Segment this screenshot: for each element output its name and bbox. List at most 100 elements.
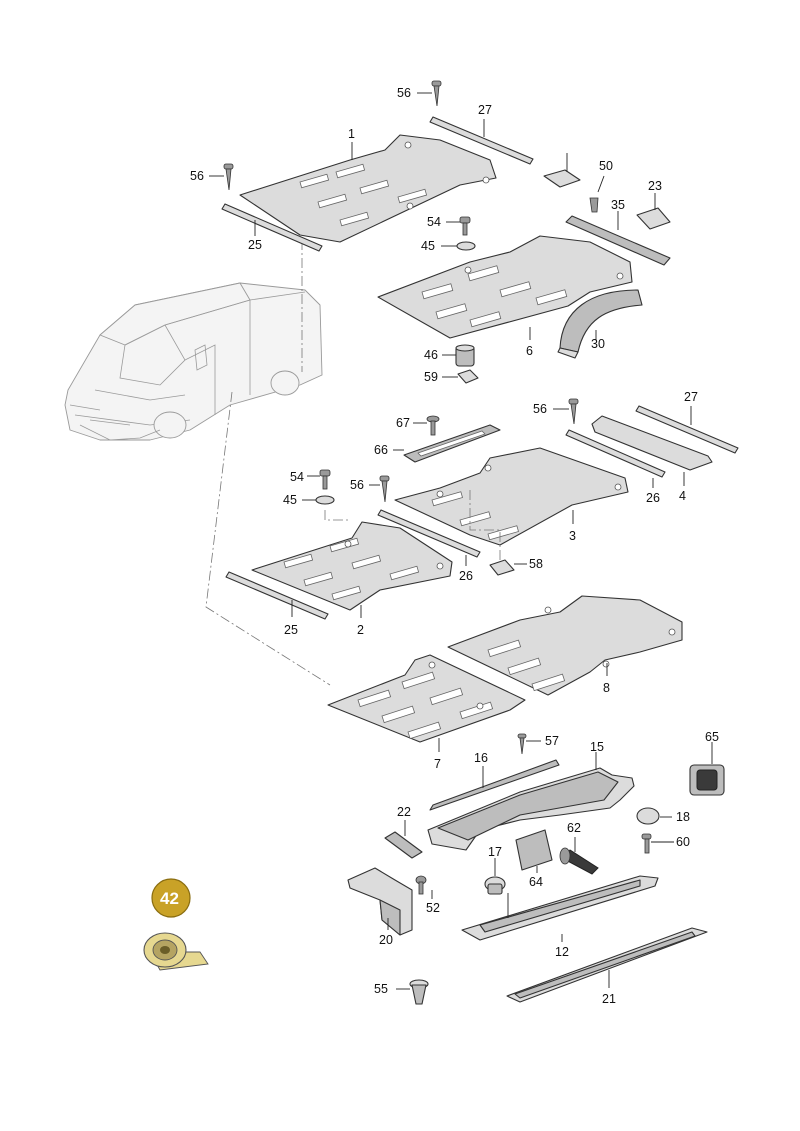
screw-56-top <box>417 80 442 107</box>
label-58: 58 <box>529 557 543 571</box>
floor-panel-3 <box>394 447 629 546</box>
floor-panel-2 <box>251 521 453 618</box>
screw-52 <box>415 875 433 899</box>
part-42-badge: 42 <box>151 878 191 918</box>
label-6: 6 <box>526 344 533 358</box>
label-65: 65 <box>705 730 719 744</box>
label-46: 46 <box>424 348 438 362</box>
label-27-top: 27 <box>478 103 492 117</box>
floor-panel-1 <box>239 134 497 243</box>
label-23: 23 <box>648 179 662 193</box>
sill-12 <box>461 875 659 942</box>
cover-64 <box>515 829 553 873</box>
label-7: 7 <box>434 757 441 771</box>
label-21: 21 <box>602 992 616 1006</box>
strip-35 <box>565 211 671 266</box>
label-2: 2 <box>357 623 364 637</box>
label-54-lower: 54 <box>290 470 304 484</box>
label-62: 62 <box>567 821 581 835</box>
label-20: 20 <box>379 933 393 947</box>
panel-4 <box>591 415 713 486</box>
label-16: 16 <box>474 751 488 765</box>
label-25-lower: 25 <box>284 623 298 637</box>
screw-60 <box>641 833 674 854</box>
clip-58 <box>489 559 527 576</box>
clip-50 <box>543 153 605 213</box>
mount-46 <box>442 344 475 367</box>
label-12: 12 <box>555 945 569 959</box>
reference-lines <box>205 240 331 686</box>
label-4: 4 <box>679 489 686 503</box>
panel-8-slots <box>487 639 566 692</box>
bolt-67 <box>413 415 440 436</box>
screw-57 <box>517 733 541 755</box>
label-56-row2-left: 56 <box>350 478 364 492</box>
label-45-lower: 45 <box>283 493 297 507</box>
washer-45-lower <box>302 495 335 505</box>
cover-23 <box>636 193 671 230</box>
clip-55 <box>396 979 429 1005</box>
label-56-left: 56 <box>190 169 204 183</box>
floor-panel-6 <box>377 235 633 340</box>
label-45-upper: 45 <box>421 239 435 253</box>
label-64: 64 <box>529 875 543 889</box>
label-26-row2-left: 26 <box>459 569 473 583</box>
label-56-row2-right: 56 <box>533 402 547 416</box>
label-42: 42 <box>160 889 179 908</box>
label-15: 15 <box>590 740 604 754</box>
screw-56-row2-left <box>369 475 390 503</box>
label-55: 55 <box>374 982 388 996</box>
label-56-top: 56 <box>397 86 411 100</box>
label-50: 50 <box>599 159 613 173</box>
label-22: 22 <box>397 805 411 819</box>
strip-16 <box>429 759 560 811</box>
panel-1-slots <box>299 163 428 227</box>
panel-2-slots <box>283 537 420 601</box>
label-67: 67 <box>396 416 410 430</box>
strip-27-row2 <box>635 405 739 454</box>
floor-panel-8 <box>447 595 683 696</box>
washer-45-upper <box>441 241 476 251</box>
label-18: 18 <box>676 810 690 824</box>
bolt-54-upper <box>446 216 471 236</box>
rivet-62 <box>559 837 599 875</box>
panel-3-slots <box>431 491 519 541</box>
panel-7-slots <box>357 671 494 740</box>
label-26-row2: 26 <box>646 491 660 505</box>
label-54-upper: 54 <box>427 215 441 229</box>
plug-18 <box>636 807 672 825</box>
label-17: 17 <box>488 845 502 859</box>
bracket-22 <box>384 820 423 859</box>
label-35: 35 <box>611 198 625 212</box>
bracket-20 <box>347 867 413 936</box>
strip-25-lower <box>225 571 329 620</box>
label-27-row2: 27 <box>684 390 698 404</box>
van-illustration <box>64 282 323 441</box>
strip-27-top <box>429 116 534 165</box>
adhesive-tape-roll-icon <box>143 932 209 971</box>
label-66: 66 <box>374 443 388 457</box>
label-30: 30 <box>591 337 605 351</box>
floor-panel-7 <box>327 654 526 752</box>
label-57: 57 <box>545 734 559 748</box>
trim-15 <box>427 752 635 851</box>
panel-6-slots <box>421 265 568 328</box>
label-60: 60 <box>676 835 690 849</box>
wheel-arch-30 <box>557 289 643 359</box>
label-3: 3 <box>569 529 576 543</box>
bracket-66 <box>393 424 501 463</box>
strip-26-row2-left <box>377 509 481 566</box>
label-25-top: 25 <box>248 238 262 252</box>
strip-26-row2 <box>565 429 666 488</box>
nut-59 <box>442 369 479 384</box>
screw-56-row2-right <box>553 398 579 425</box>
clip-17 <box>484 858 506 895</box>
strip-25-top <box>221 203 323 252</box>
label-1: 1 <box>348 127 355 141</box>
bolt-54-lower <box>307 469 331 490</box>
label-52: 52 <box>426 901 440 915</box>
label-8: 8 <box>603 681 610 695</box>
grommet-65 <box>689 742 725 796</box>
